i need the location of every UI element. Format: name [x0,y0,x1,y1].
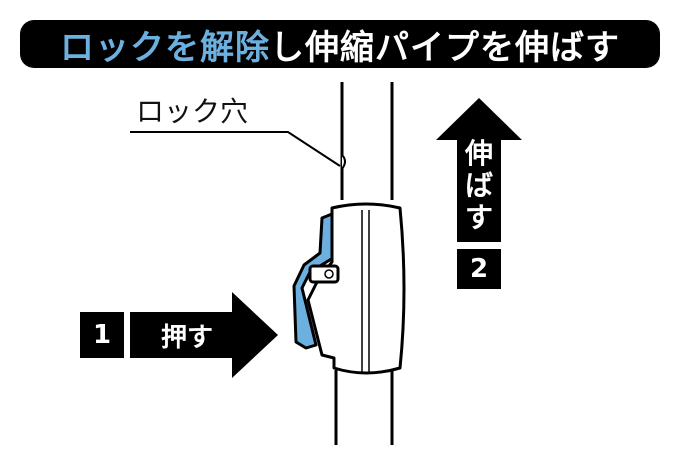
extend-arrow [436,98,522,242]
step-1-number: 1 [80,312,124,358]
step-2-label-char: ば [464,169,493,202]
title-rest: し伸縮パイプを伸ばす [270,27,620,68]
lever-pivot [308,264,340,284]
step-1-label: 押す [132,312,242,358]
title-banner: ロックを解除し伸縮パイプを伸ばす [20,20,660,68]
step-1: 1 押す [80,312,242,358]
step-2-number: 2 [457,249,501,289]
step-2-label: 伸ばす [458,138,500,234]
lower-pipe [334,370,394,445]
title-highlight: ロックを解除 [60,27,270,68]
upper-pipe [340,82,394,200]
step-2-label-char: 伸 [464,137,493,170]
lock-hole [341,154,346,170]
clamp-body [306,202,406,375]
callout-leader-line [130,131,341,167]
pivot-pin [324,269,334,279]
step-2-label-char: す [464,201,493,234]
lock-hole-label: ロック穴 [136,95,249,128]
